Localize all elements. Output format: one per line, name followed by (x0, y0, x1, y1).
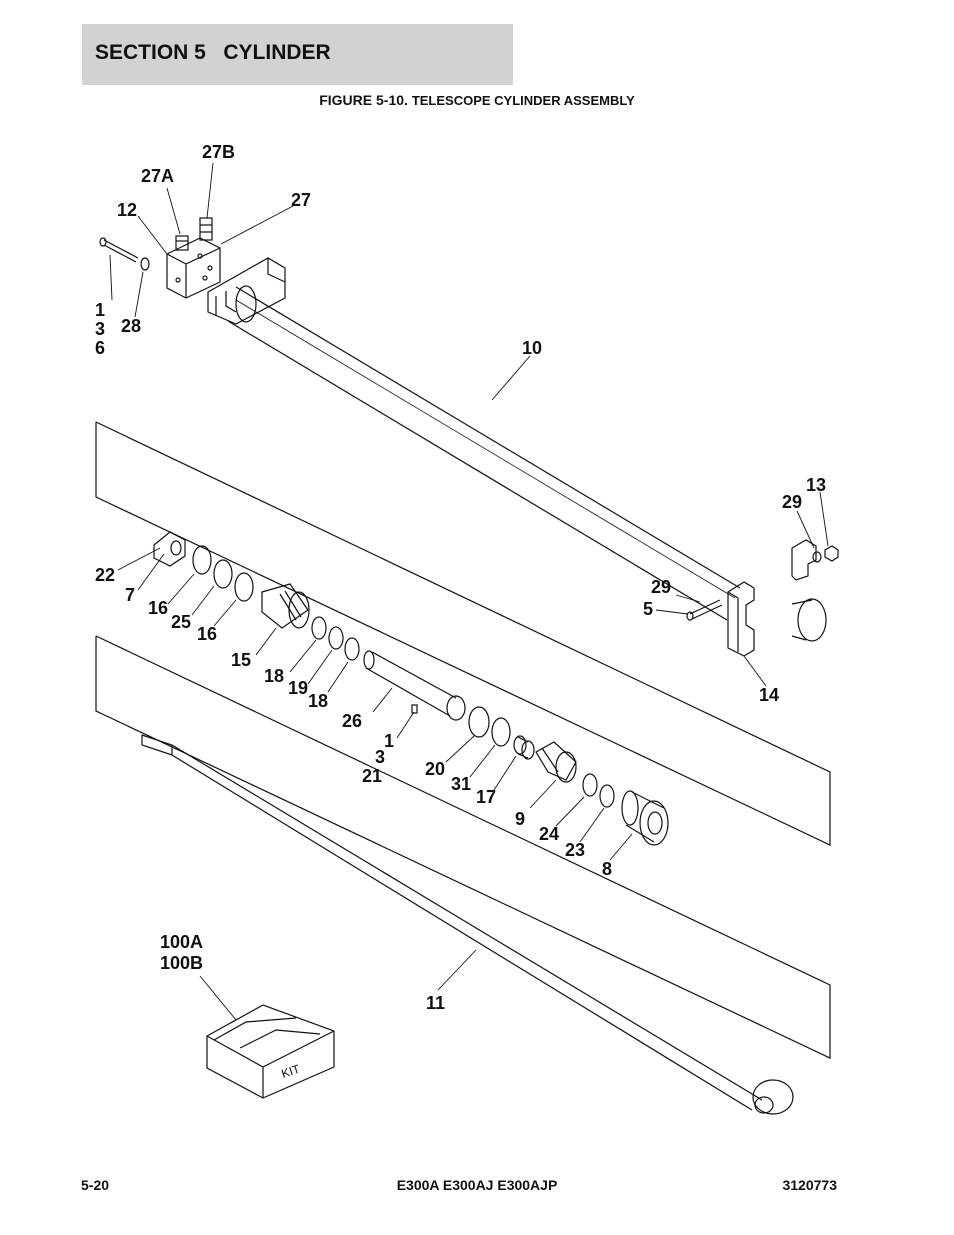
callout-25: 25 (171, 612, 191, 632)
figure-caption: TELESCOPE CYLINDER ASSEMBLY (411, 93, 635, 108)
valve-bolt (99, 237, 139, 263)
o-ring-18a (311, 616, 327, 640)
callout-leaders (109, 162, 829, 1021)
document-number: 3120773 (782, 1177, 837, 1193)
callout-7: 7 (125, 585, 135, 605)
callout-14: 14 (759, 685, 779, 705)
callout-31: 31 (451, 774, 471, 794)
callout-27b: 27B (202, 142, 235, 162)
section-header-box (82, 24, 513, 85)
barrel-head-threads (791, 598, 827, 642)
callout-3-top: 3 (95, 319, 105, 339)
backup-ring-31 (491, 717, 511, 747)
callout-6: 6 (95, 338, 105, 358)
bolt-29-5 (686, 599, 723, 621)
callout-10: 10 (522, 338, 542, 358)
seal-ring-25 (213, 559, 233, 589)
figure-title: FIGURE 5-10. TELESCOPE CYLINDER ASSEMBLY (0, 92, 954, 108)
callout-18-upper: 18 (264, 666, 284, 686)
backup-ring-19 (328, 626, 344, 650)
callout-15: 15 (231, 650, 251, 670)
callout-12: 12 (117, 200, 137, 220)
callout-19: 19 (288, 678, 308, 698)
callout-9: 9 (515, 809, 525, 829)
page-number: 5-20 (81, 1177, 110, 1193)
callout-1-top: 1 (95, 300, 105, 320)
cylinder-rod (141, 734, 794, 1115)
valve-fitting-27a (175, 235, 189, 251)
seal-ring-16b (234, 572, 254, 602)
callout-1-lower: 1 (384, 731, 394, 751)
wear-ring-17 (513, 735, 535, 760)
wiper-23 (599, 784, 615, 808)
nut-13 (812, 545, 839, 563)
seal-24 (582, 773, 598, 797)
callout-16-lower: 16 (197, 624, 217, 644)
piston-15 (261, 583, 310, 629)
callout-20: 20 (425, 759, 445, 779)
callout-100a: 100A (160, 932, 203, 952)
front-mount-bracket (727, 581, 755, 657)
valve-block (166, 237, 221, 299)
callout-100b: 100B (160, 953, 203, 973)
rod-end-nut (153, 531, 186, 567)
callout-8: 8 (602, 859, 612, 879)
callout-16-upper: 16 (148, 598, 168, 618)
callout-29-lower: 29 (651, 577, 671, 597)
o-ring-18b (344, 637, 360, 661)
o-ring-20 (468, 706, 490, 738)
front-mount-cap (791, 539, 817, 581)
valve-fitting-27b (199, 217, 213, 241)
model-list: E300A E300AJ E300AJP (396, 1177, 558, 1193)
callout-3-lower: 3 (375, 747, 385, 767)
callout-11: 11 (426, 993, 445, 1013)
cylinder-head-9 (535, 741, 577, 783)
callout-13: 13 (806, 475, 826, 495)
callout-5: 5 (643, 599, 653, 619)
section-title: SECTION 5 CYLINDER (95, 41, 331, 64)
callout-29-upper: 29 (782, 492, 802, 512)
washer-28 (140, 257, 150, 271)
callout-22: 22 (95, 565, 115, 585)
exploded-view-frame (95, 421, 831, 1059)
callout-17: 17 (476, 787, 496, 807)
seal-kit-box (206, 1004, 335, 1099)
callout-21: 21 (362, 766, 382, 786)
callout-18-lower: 18 (308, 691, 328, 711)
callout-24: 24 (539, 824, 559, 844)
seal-ring-16a (192, 545, 212, 575)
callout-27: 27 (291, 190, 311, 210)
callout-26: 26 (342, 711, 362, 731)
callout-labels: 27B 27A 12 27 1 3 6 28 10 13 29 29 5 14 … (95, 142, 826, 1013)
barrel-rear-mount (207, 257, 286, 325)
kit-box-label: KIT (280, 1062, 303, 1081)
cylinder-barrel (227, 285, 741, 621)
figure-number: FIGURE 5-10. (319, 92, 408, 108)
callout-23: 23 (565, 840, 585, 860)
callout-27a: 27A (141, 166, 174, 186)
callout-28: 28 (121, 316, 141, 336)
gland-nut-8 (621, 790, 669, 846)
spacer-tube (363, 650, 466, 721)
